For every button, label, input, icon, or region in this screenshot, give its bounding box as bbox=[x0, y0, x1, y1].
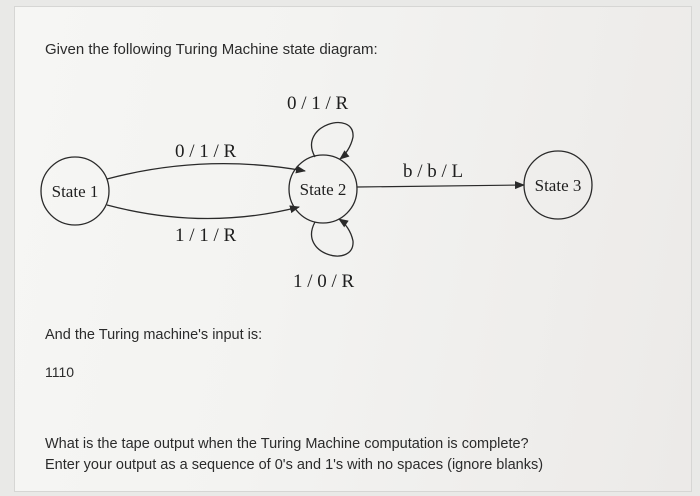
edge-s1-s2-bottom-label: 1 / 1 / R bbox=[175, 225, 237, 246]
loop-s2-top-label: 0 / 1 / R bbox=[287, 93, 349, 114]
question-card: Given the following Turing Machine state… bbox=[14, 6, 692, 492]
state-3-node: State 3 bbox=[523, 150, 593, 220]
input-label: And the Turing machine's input is: bbox=[45, 327, 263, 343]
edge-s1-s2-top bbox=[106, 162, 306, 180]
state-1-node: State 1 bbox=[40, 156, 110, 226]
state-1-label: State 1 bbox=[52, 182, 99, 201]
edge-s1-s2-bottom bbox=[106, 204, 300, 220]
edge-s2-s3-label: b / b / L bbox=[403, 161, 463, 182]
loop-s2-bottom-label: 1 / 0 / R bbox=[293, 271, 355, 292]
question-text: What is the tape output when the Turing … bbox=[45, 434, 543, 476]
edge-s1-s2-top-label: 0 / 1 / R bbox=[175, 141, 237, 162]
question-line-2: Enter your output as a sequence of 0's a… bbox=[45, 457, 544, 473]
question-line-1: What is the tape output when the Turing … bbox=[45, 436, 529, 452]
loop-s2-top bbox=[311, 121, 354, 160]
intro-text: Given the following Turing Machine state… bbox=[45, 41, 378, 58]
state-2-node: State 2 bbox=[288, 154, 358, 224]
loop-s2-bottom bbox=[311, 218, 354, 257]
state-3-label: State 3 bbox=[535, 176, 582, 195]
state-2-label: State 2 bbox=[300, 180, 347, 199]
state-diagram: State 1 State 2 State 3 0 / 1 / R 1 / 1 … bbox=[40, 93, 593, 292]
edge-s2-s3 bbox=[356, 181, 525, 190]
input-value: 1110 bbox=[45, 364, 75, 380]
